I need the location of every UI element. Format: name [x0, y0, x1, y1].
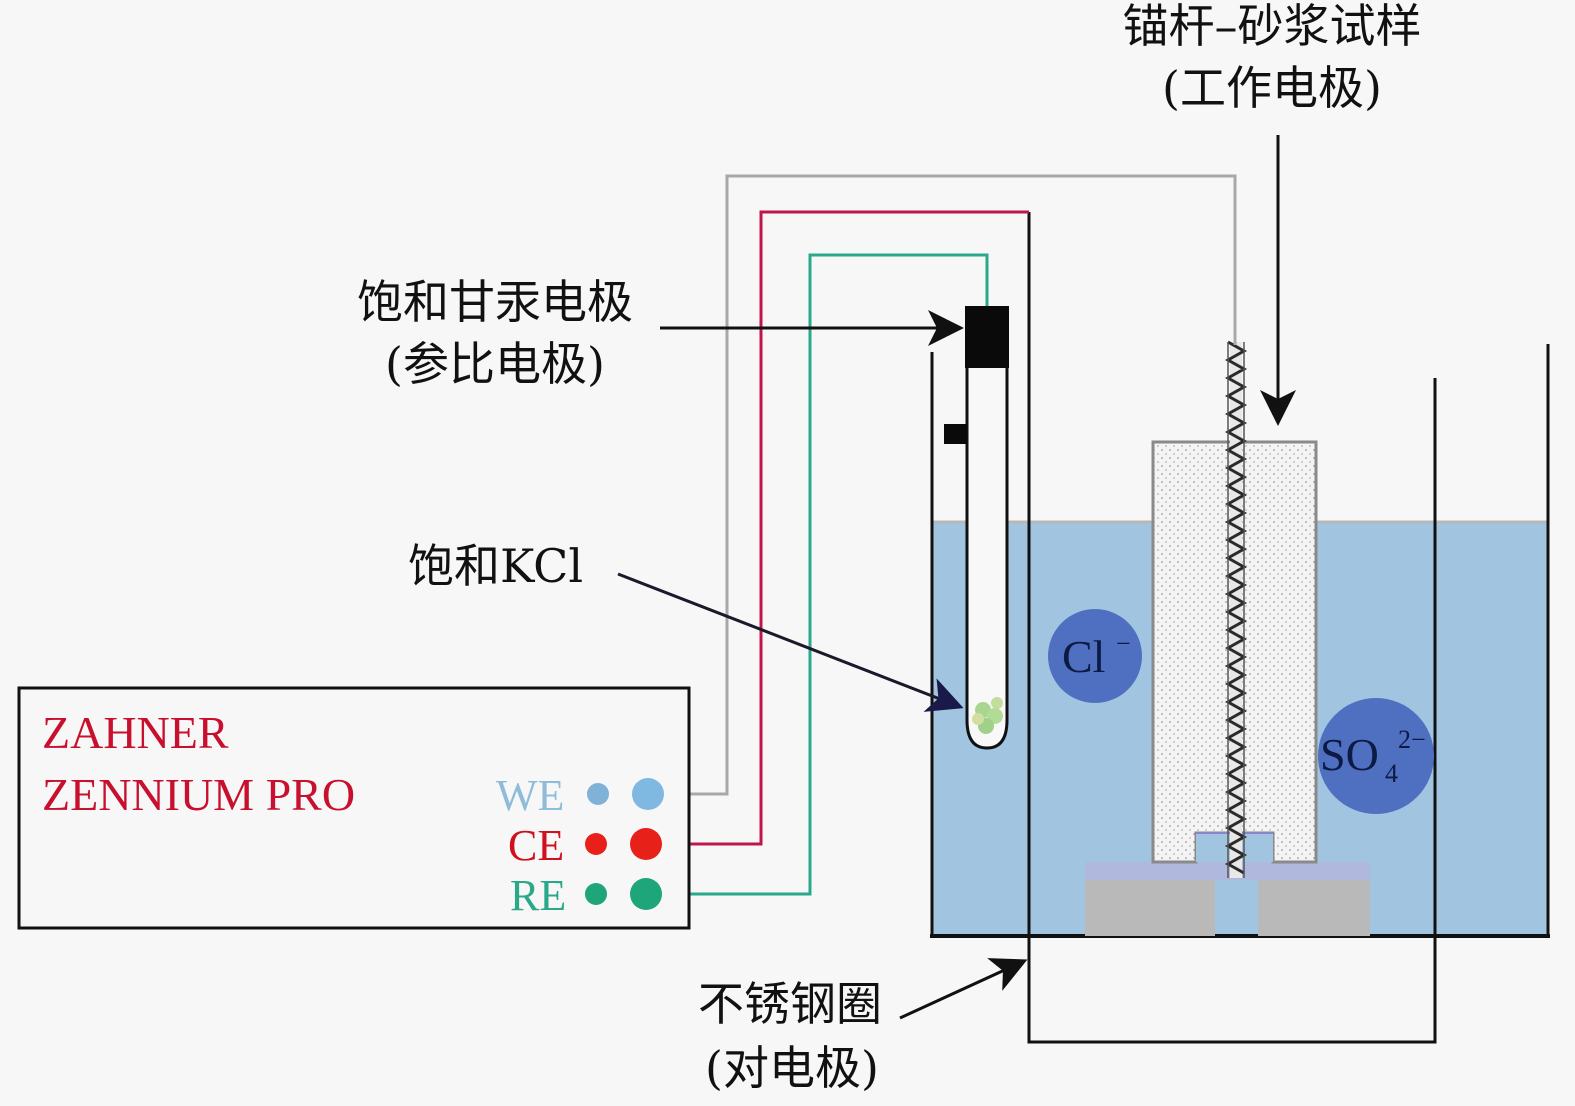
bolt-thread — [1224, 340, 1248, 875]
port-re-label: RE — [510, 871, 566, 920]
port-ce-indicator — [585, 833, 607, 855]
kcl-crystals — [972, 697, 1003, 734]
kcl-label: 饱和KCl — [408, 539, 583, 593]
port-re[interactable]: RE — [510, 871, 662, 920]
counter-electrode-label: 不锈钢圈 — [698, 977, 882, 1031]
port-we-connector[interactable] — [632, 778, 664, 810]
sulfate-charge: 2− — [1398, 725, 1426, 754]
port-ce-connector[interactable] — [630, 828, 662, 860]
working-electrode-sublabel: (工作电极) — [1162, 61, 1382, 115]
re-wire — [664, 253, 989, 896]
annotation-reference-electrode: 饱和甘汞电极 (参比电极) — [357, 275, 964, 391]
reference-electrode-label: 饱和甘汞电极 — [357, 275, 633, 329]
potentiostat: ZAHNER ZENNIUM PRO WE CE RE — [17, 686, 691, 930]
reference-electrode-sublabel: (参比电极) — [385, 337, 605, 391]
kcl-arrow — [617, 572, 964, 712]
annotation-kcl: 饱和KCl — [408, 539, 964, 712]
potentiostat-box — [17, 686, 691, 930]
stainless-steel-ring — [1027, 212, 1437, 1044]
reference-electrode — [944, 306, 1009, 750]
electrode-cap — [965, 306, 1009, 368]
port-ce-label: CE — [508, 821, 564, 870]
ce-wire — [664, 210, 1029, 846]
instrument-model: ZENNIUM PRO — [42, 769, 355, 820]
we-wire — [664, 174, 1237, 796]
sulfate-ion: SO 4 2− — [1318, 698, 1434, 814]
port-re-connector[interactable] — [630, 878, 662, 910]
counter-electrode-arrow — [899, 958, 1028, 1020]
anchor-bolt — [1224, 340, 1248, 878]
svg-text:Cl: Cl — [1062, 631, 1105, 682]
chloride-symbol: Cl — [1062, 631, 1105, 682]
wires — [664, 174, 1237, 896]
sulfate-subscript: 4 — [1385, 759, 1398, 788]
sulfate-symbol: SO — [1320, 729, 1379, 780]
instrument-brand: ZAHNER — [42, 707, 229, 758]
working-electrode-label: 锚杆–砂浆试样 — [1123, 0, 1422, 53]
annotation-counter-electrode: 不锈钢圈 (对电极) — [698, 958, 1028, 1095]
port-we-indicator — [587, 783, 609, 805]
annotation-working-electrode: 锚杆–砂浆试样 (工作电极) — [1123, 0, 1422, 426]
counter-electrode-sublabel: (对电极) — [705, 1041, 879, 1095]
port-we[interactable]: WE — [496, 771, 664, 820]
chloride-charge: − — [1116, 629, 1131, 658]
port-we-label: WE — [496, 771, 564, 820]
port-re-indicator — [585, 883, 607, 905]
chloride-ion: Cl − — [1048, 609, 1142, 703]
electrode-side-tab — [944, 424, 967, 444]
port-ce[interactable]: CE — [508, 821, 662, 870]
specimen-base — [1085, 862, 1370, 936]
